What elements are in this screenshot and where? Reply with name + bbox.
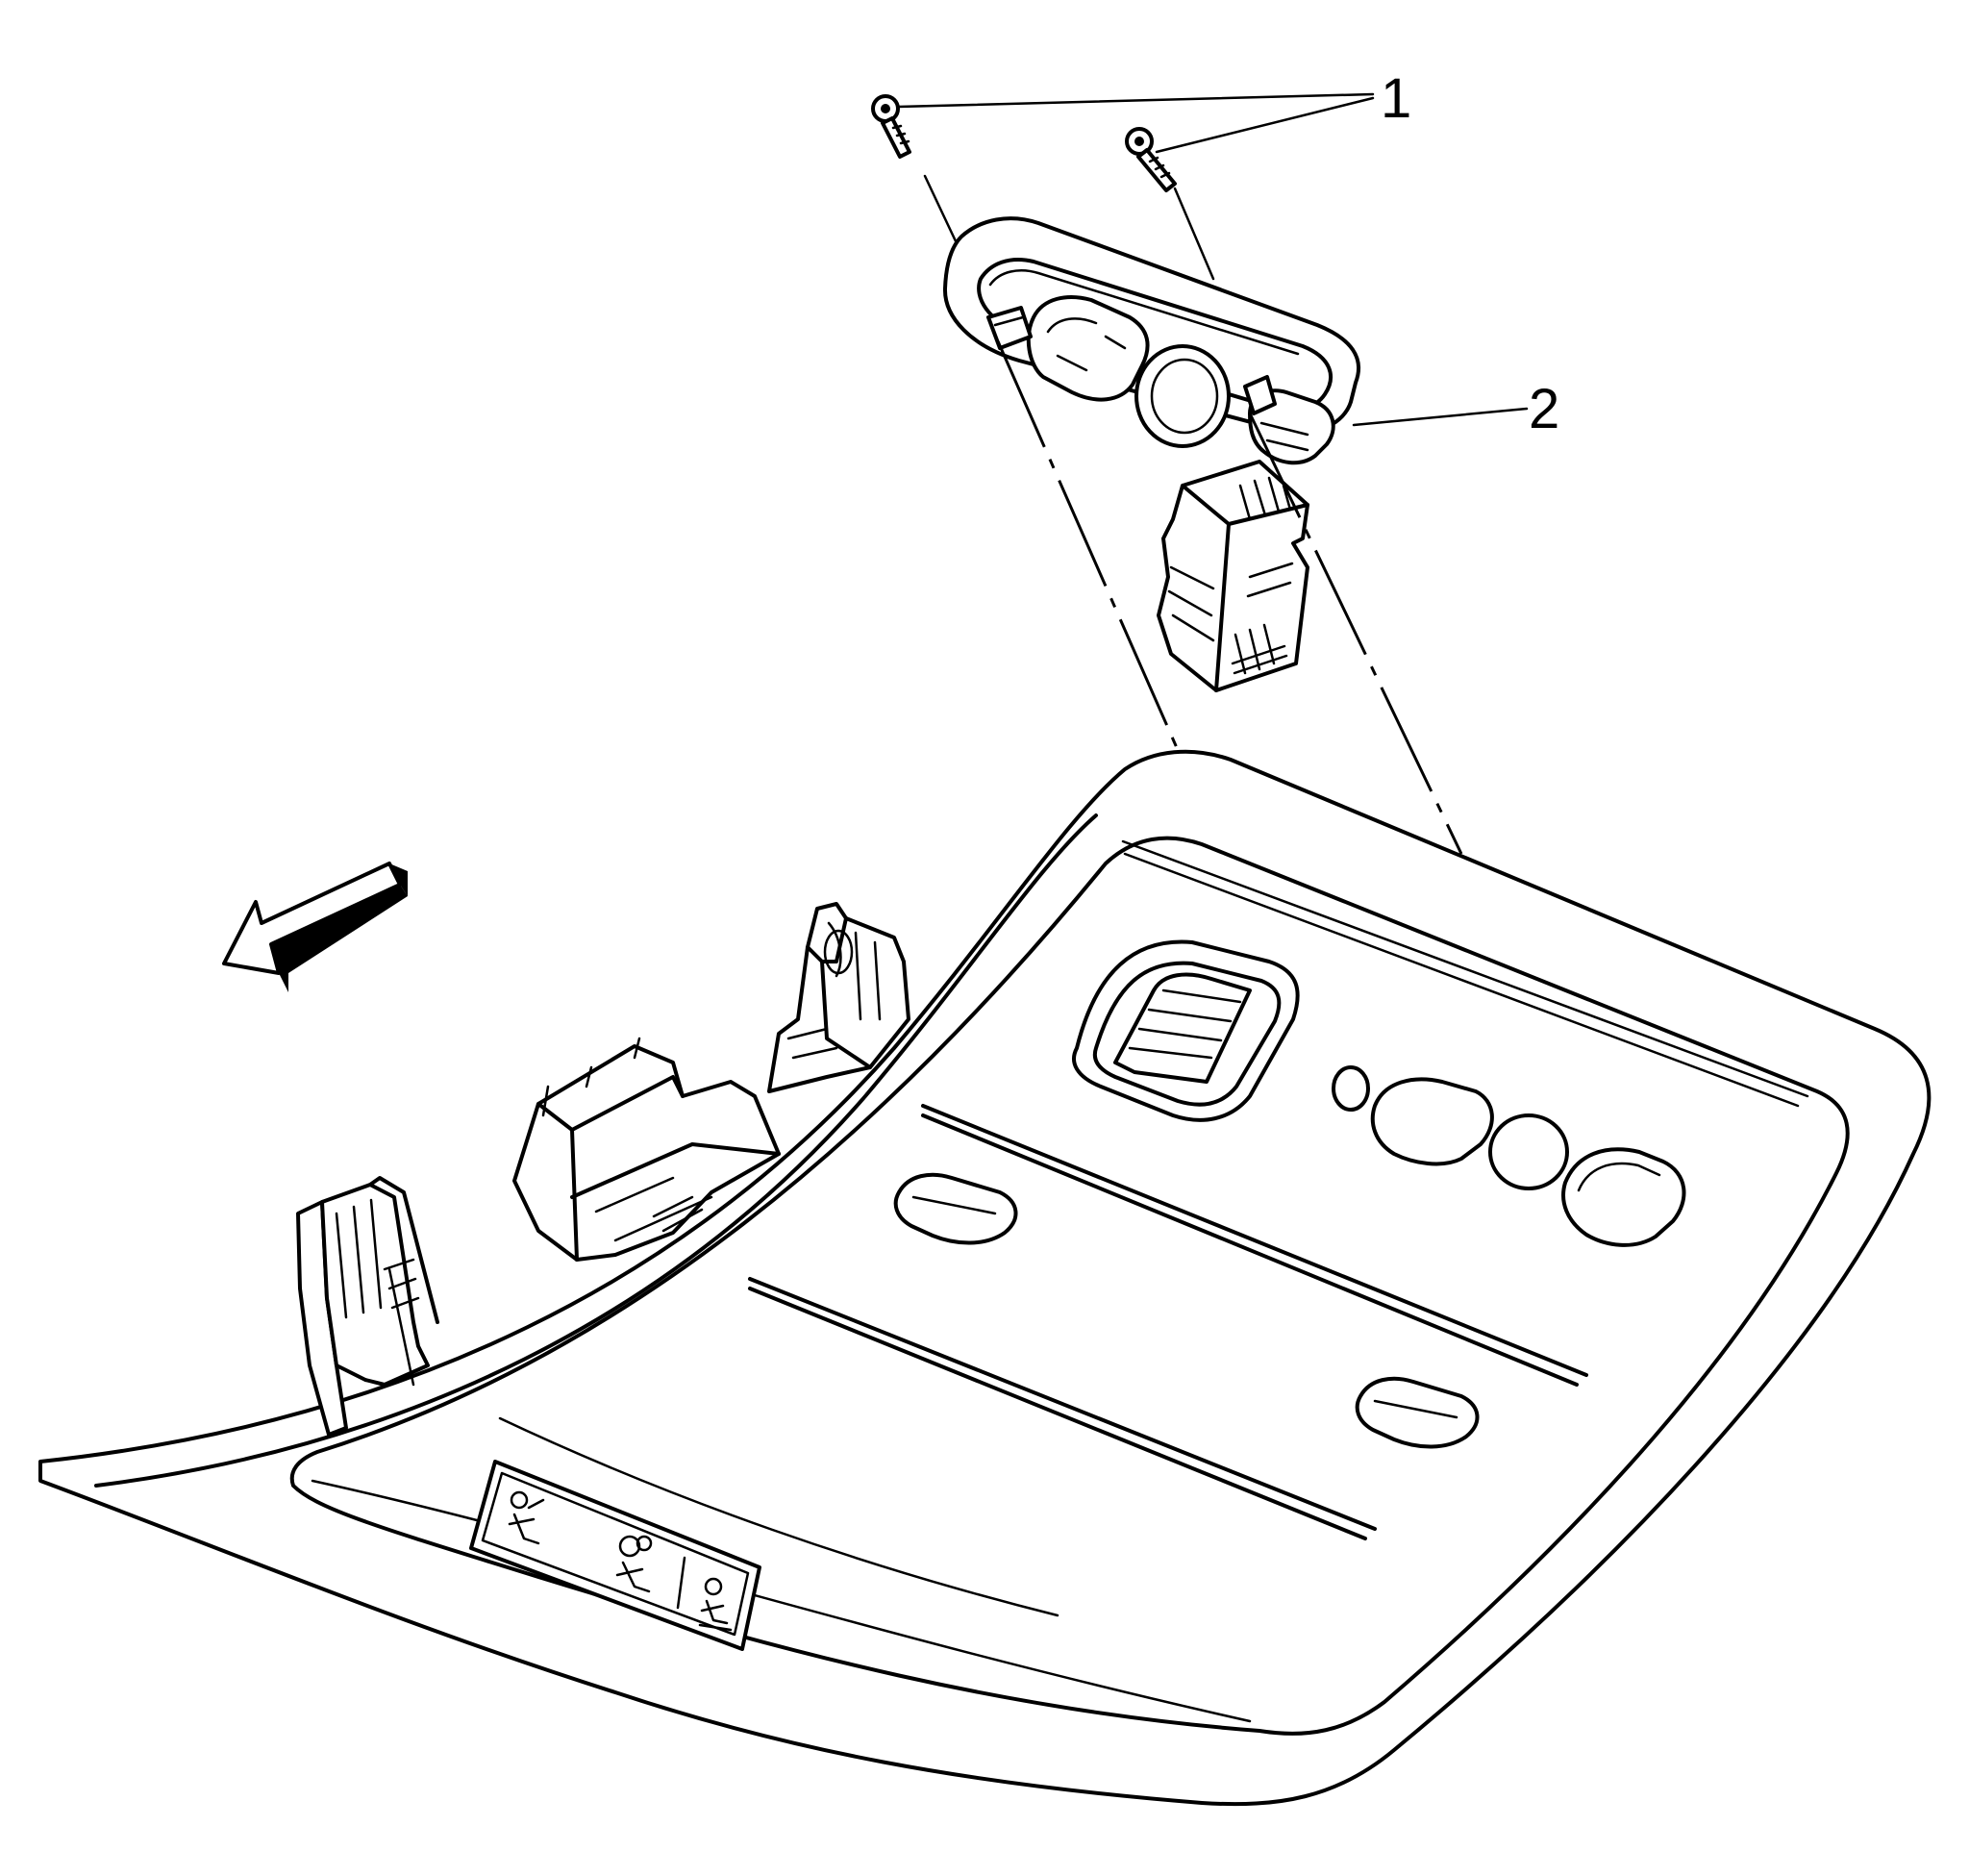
airbag-indicator-panel xyxy=(469,1460,761,1651)
dome-lamp-button xyxy=(1488,1113,1569,1190)
forward-arrow-icon xyxy=(222,862,408,992)
screw-alignment-lines xyxy=(923,174,1215,281)
panel-lens-left xyxy=(893,1172,1018,1245)
callout-label-2: 2 xyxy=(1529,378,1559,440)
reading-lamp-button-left xyxy=(1370,1077,1494,1166)
sunroof-switch xyxy=(1072,939,1300,1122)
dome-lamp-assembly xyxy=(942,216,1361,465)
panel-lens-right xyxy=(1355,1376,1480,1449)
callout-1-leaders xyxy=(896,92,1375,154)
callout-label-1: 1 xyxy=(1381,67,1411,130)
screw-left xyxy=(871,94,911,159)
harness-bracket xyxy=(512,1037,781,1262)
alignment-lines xyxy=(996,340,1463,855)
airbag-off-icon xyxy=(698,1577,733,1632)
mounting-clip-left xyxy=(296,1176,439,1437)
mounting-clip-right xyxy=(767,902,910,1093)
indicator-divider xyxy=(676,1556,686,1610)
screw-right xyxy=(1125,127,1177,192)
small-indicator xyxy=(1332,1065,1370,1112)
passenger-airbag-icon xyxy=(615,1535,653,1593)
overhead-console xyxy=(38,749,1932,1807)
electrical-connector xyxy=(1157,460,1309,692)
seat-belt-icon xyxy=(508,1490,545,1545)
callout-2-leader xyxy=(1352,407,1529,427)
